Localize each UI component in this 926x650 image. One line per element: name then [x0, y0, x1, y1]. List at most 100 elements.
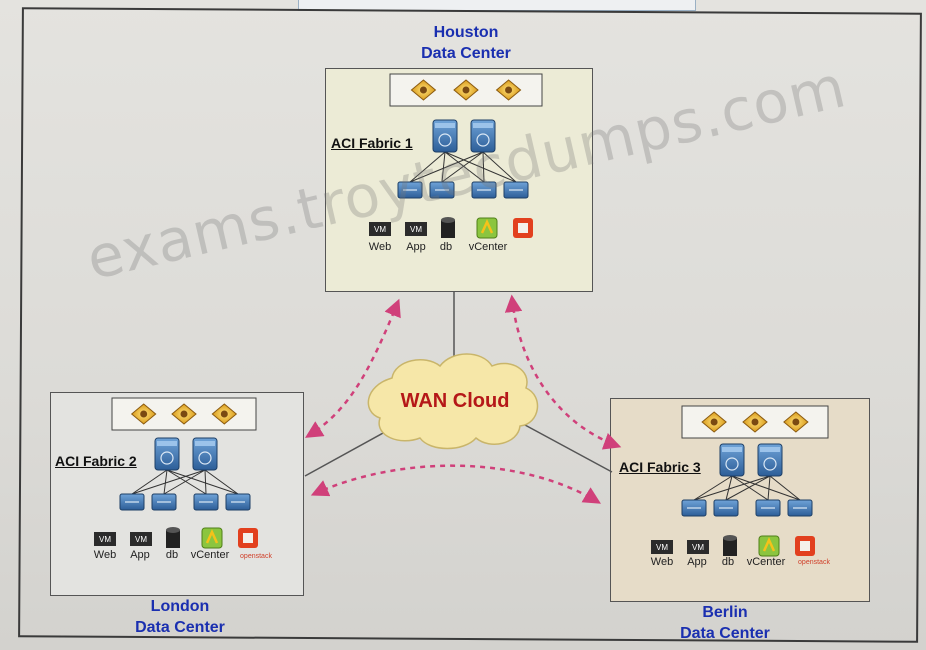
- spine-switch-top: [435, 123, 455, 128]
- arrow-houston-berlin: [504, 294, 622, 450]
- vcenter-icon-glyph: [762, 536, 776, 552]
- fabric-link: [444, 151, 517, 183]
- london-openstack-label: openstack: [240, 553, 272, 560]
- app-vm-badge: VM: [410, 225, 422, 234]
- spine-switch-glyph: [198, 451, 212, 465]
- london-title-line1: London: [150, 598, 210, 615]
- spine-switch-top: [473, 123, 493, 128]
- database-icon-top: [441, 217, 455, 223]
- app-vm-icon: [130, 532, 152, 546]
- london-web-label: Web: [93, 549, 117, 561]
- fabric-link: [131, 469, 168, 495]
- fabric-link: [725, 475, 733, 501]
- fabric-link: [693, 475, 771, 501]
- vcenter-icon-glyph: [205, 528, 219, 544]
- houston-app-label: App: [406, 241, 426, 253]
- london-fabric-label: ACI Fabric 2: [55, 453, 137, 469]
- houston-fabric-label: ACI Fabric 1: [331, 135, 413, 151]
- fabric-link: [166, 469, 239, 495]
- berlin-db-label: db: [721, 556, 735, 568]
- berlin-app-label: App: [687, 556, 707, 568]
- web-vm-badge: VM: [374, 225, 386, 234]
- fabric-link: [441, 151, 484, 183]
- fabric-link: [444, 151, 485, 183]
- openstack-icon-inner: [243, 533, 253, 543]
- fabric-link: [163, 469, 168, 495]
- app-vm-icon: [687, 540, 709, 554]
- berlin-vcenter-label: vCenter: [746, 556, 786, 568]
- firewall-icon-core: [220, 410, 228, 418]
- database-icon: [166, 530, 180, 548]
- houston-title: Houston Data Center: [366, 22, 566, 64]
- app-vm-badge: VM: [692, 543, 704, 552]
- fabric-link: [204, 469, 239, 495]
- spine-switch-glyph: [725, 457, 739, 471]
- fabric-link: [131, 469, 206, 495]
- berlin-fabric-topology: VM VM: [651, 405, 829, 557]
- houston-vcenter-label: vCenter: [468, 241, 508, 253]
- database-icon-top: [723, 535, 737, 541]
- spine-switch-glyph: [160, 451, 174, 465]
- web-vm-badge: VM: [656, 543, 668, 552]
- link-berlin-wan: [524, 424, 613, 473]
- firewall-icon-core: [419, 86, 427, 94]
- houston-web-label: Web: [368, 241, 392, 253]
- spine-switch-top: [157, 441, 177, 446]
- fabric-link: [409, 151, 484, 183]
- fabric-link: [163, 469, 206, 495]
- spine-switch-top: [722, 447, 742, 452]
- berlin-title: Berlin Data Center: [625, 602, 825, 644]
- berlin-web-label: Web: [650, 556, 674, 568]
- window-tab: [298, 0, 696, 11]
- fabric-link: [769, 475, 801, 501]
- web-vm-badge: VM: [99, 535, 111, 544]
- firewall-icon-core: [710, 418, 718, 426]
- fabric-link: [725, 475, 771, 501]
- houston-fabric-topology: VM VM: [369, 73, 543, 239]
- london-app-label: App: [130, 549, 150, 561]
- link-london-wan: [304, 431, 386, 477]
- firewall-icon-core: [751, 418, 759, 426]
- fabric-link: [731, 475, 769, 501]
- app-vm-badge: VM: [135, 535, 147, 544]
- firewall-icon-core: [792, 418, 800, 426]
- berlin-title-line2: Data Center: [680, 625, 770, 642]
- fabric-link: [767, 475, 771, 501]
- houston-title-line1: Houston: [433, 24, 499, 41]
- arrow-houston-london: [305, 298, 401, 438]
- wan-cloud-label: WAN Cloud: [400, 390, 510, 412]
- web-vm-icon: [369, 222, 391, 236]
- database-icon: [441, 220, 455, 238]
- firewall-icon-core: [505, 86, 513, 94]
- firewall-icon-core: [180, 410, 188, 418]
- london-fabric-topology: VM VM: [94, 397, 258, 549]
- openstack-icon-inner: [800, 541, 810, 551]
- vcenter-icon-glyph: [480, 218, 494, 234]
- london-title: London Data Center: [80, 596, 280, 638]
- fabric-link: [482, 151, 517, 183]
- arrow-london-berlin: [310, 464, 601, 504]
- web-vm-icon: [651, 540, 673, 554]
- berlin-openstack-label: openstack: [798, 559, 830, 566]
- london-datacenter-box: ACI Fabric 2: [50, 392, 304, 596]
- fabric-link: [731, 475, 801, 501]
- houston-db-label: db: [439, 241, 453, 253]
- fabric-link: [166, 469, 207, 495]
- fabric-link: [409, 151, 446, 183]
- fabric-link: [204, 469, 207, 495]
- fabric-link: [482, 151, 485, 183]
- london-db-label: db: [165, 549, 179, 561]
- firewall-icon-core: [462, 86, 470, 94]
- fabric-link: [441, 151, 446, 183]
- database-icon: [723, 538, 737, 556]
- fabric-link: [693, 475, 733, 501]
- london-vcenter-label: vCenter: [190, 549, 230, 561]
- web-vm-icon: [94, 532, 116, 546]
- spine-switch-top: [760, 447, 780, 452]
- berlin-fabric-label: ACI Fabric 3: [619, 459, 701, 475]
- spine-switch-glyph: [476, 133, 490, 147]
- firewall-icon-core: [140, 410, 148, 418]
- spine-switch-glyph: [763, 457, 777, 471]
